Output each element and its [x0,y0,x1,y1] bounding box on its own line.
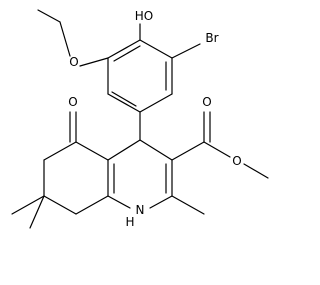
bond-ester-o-methyl [243,163,269,179]
bond-c5-c6 [43,141,77,161]
label-ester-carbonyl-oxygen: O [202,95,211,109]
bond-c2-methyl [171,195,205,215]
bond-c7-methyl-a [11,195,45,215]
bond-c7-methyl-b [29,195,45,229]
bond-ar-c4-c5 [139,93,173,113]
bonds [11,9,269,229]
bond-ar-br [171,43,201,59]
bond-c4-c4a [107,139,141,161]
bond-ester-c-o-single [203,141,231,158]
label-ether-oxygen: O [69,55,78,69]
bond-ar-double-a [113,45,141,62]
label-hydroxyl: HO [135,9,153,23]
bond-ar-double-c [111,91,137,107]
bond-c8-c8a [75,195,109,215]
bond-ar-c1-c2 [107,39,141,59]
bond-o-aryl [79,57,109,67]
atom-labels: HO Br O O O O H N [68,9,241,229]
bond-c2-n [149,195,173,209]
label-bromine: Br [205,31,218,45]
molecule-diagram: HO Br O O O O H N [11,9,269,229]
bond-n-c8a [107,195,131,209]
label-ring-nh-h: H [125,215,134,229]
bond-c4a-c5 [75,141,109,161]
bond-ethyl-ch2-o [59,21,71,57]
bond-ar-c2-c3 [139,39,173,59]
label-ketone-oxygen: O [68,95,77,109]
bond-ar-c5-c6 [107,93,141,113]
label-ester-alkoxy-oxygen: O [232,154,241,168]
label-ring-nh-n: N [136,203,145,217]
bond-c3-ester-c [171,141,205,161]
bond-ethyl-ch3-ch2 [37,9,61,23]
bond-c7-c8 [43,195,77,215]
bond-c4-c3 [139,139,173,161]
